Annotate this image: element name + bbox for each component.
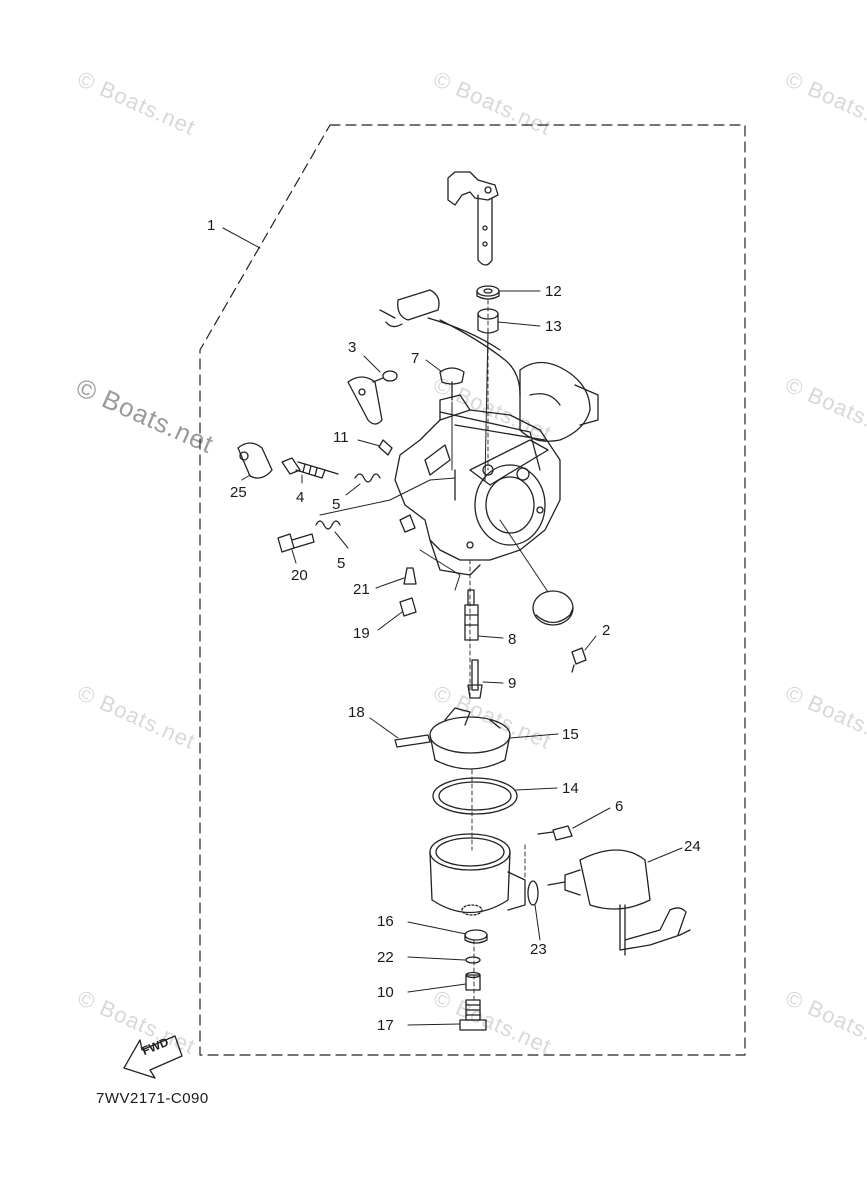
part-19-clip (399, 597, 417, 617)
part-14-gasket (432, 777, 518, 815)
callout-14: 14 (562, 780, 579, 797)
part-7-screw (439, 367, 465, 401)
callout-13: 13 (545, 318, 562, 335)
part-9-main-jet (467, 659, 483, 699)
carburetor-body (394, 394, 561, 576)
callout-7: 7 (411, 350, 420, 367)
callout-3: 3 (348, 339, 357, 356)
part-2-cover (532, 590, 574, 626)
fwd-arrow-icon (123, 1035, 183, 1079)
callout-25: 25 (230, 484, 247, 501)
callout-4: 4 (296, 489, 305, 506)
callout-8: 8 (508, 631, 517, 648)
part-17-drain-screw (459, 999, 487, 1031)
callout-19: 19 (353, 625, 370, 642)
callout-18: 18 (348, 704, 365, 721)
leader-lines (222, 227, 683, 1026)
part-8-main-nozzle (464, 589, 479, 641)
callout-15: 15 (562, 726, 579, 743)
part-6-screw (537, 825, 573, 841)
part-12-washer (476, 285, 500, 300)
callout-5-lower: 5 (337, 555, 346, 572)
callout-21: 21 (353, 581, 370, 598)
part-5-spring-lower (315, 520, 341, 530)
callout-24: 24 (684, 838, 701, 855)
part-15-float (429, 707, 511, 770)
guide-lines (469, 299, 526, 1001)
callout-22: 22 (377, 949, 394, 966)
assembly-boundary (199, 124, 746, 1056)
part-5-spring-upper (354, 473, 381, 483)
diagram-code: 7WV2171-C090 (96, 1090, 209, 1107)
part-10-jet (465, 971, 481, 991)
callout-6: 6 (615, 798, 624, 815)
part-24-fuel-cut-solenoid (547, 849, 691, 956)
part-16-gasket (464, 929, 488, 944)
part-22-o-ring (465, 956, 481, 964)
bracket-plate (347, 376, 383, 425)
callout-23: 23 (530, 941, 547, 958)
callout-11: 11 (333, 429, 349, 446)
throttle-shaft (447, 171, 499, 266)
part-21-float-needle (403, 567, 417, 585)
callout-12: 12 (545, 283, 562, 300)
part-4-pilot-screw (281, 457, 339, 479)
part-2-screw (571, 647, 587, 673)
choke-diaphragm-unit (427, 317, 599, 442)
wire-connector-top (379, 289, 440, 328)
part-11-clip (378, 439, 393, 456)
part-23-o-ring (527, 880, 539, 906)
callout-9: 9 (508, 675, 517, 692)
part-20-screw (277, 533, 315, 553)
float-bowl (429, 833, 526, 916)
callout-17: 17 (377, 1017, 394, 1034)
callout-10: 10 (377, 984, 394, 1001)
callout-5-upper: 5 (332, 496, 341, 513)
part-3-screw (372, 370, 398, 383)
part-18-float-pin (394, 734, 431, 748)
callout-2: 2 (602, 622, 611, 639)
callout-20: 20 (291, 567, 308, 584)
callout-1: 1 (207, 217, 216, 234)
part-25-cap (237, 442, 273, 479)
callout-16: 16 (377, 913, 394, 930)
